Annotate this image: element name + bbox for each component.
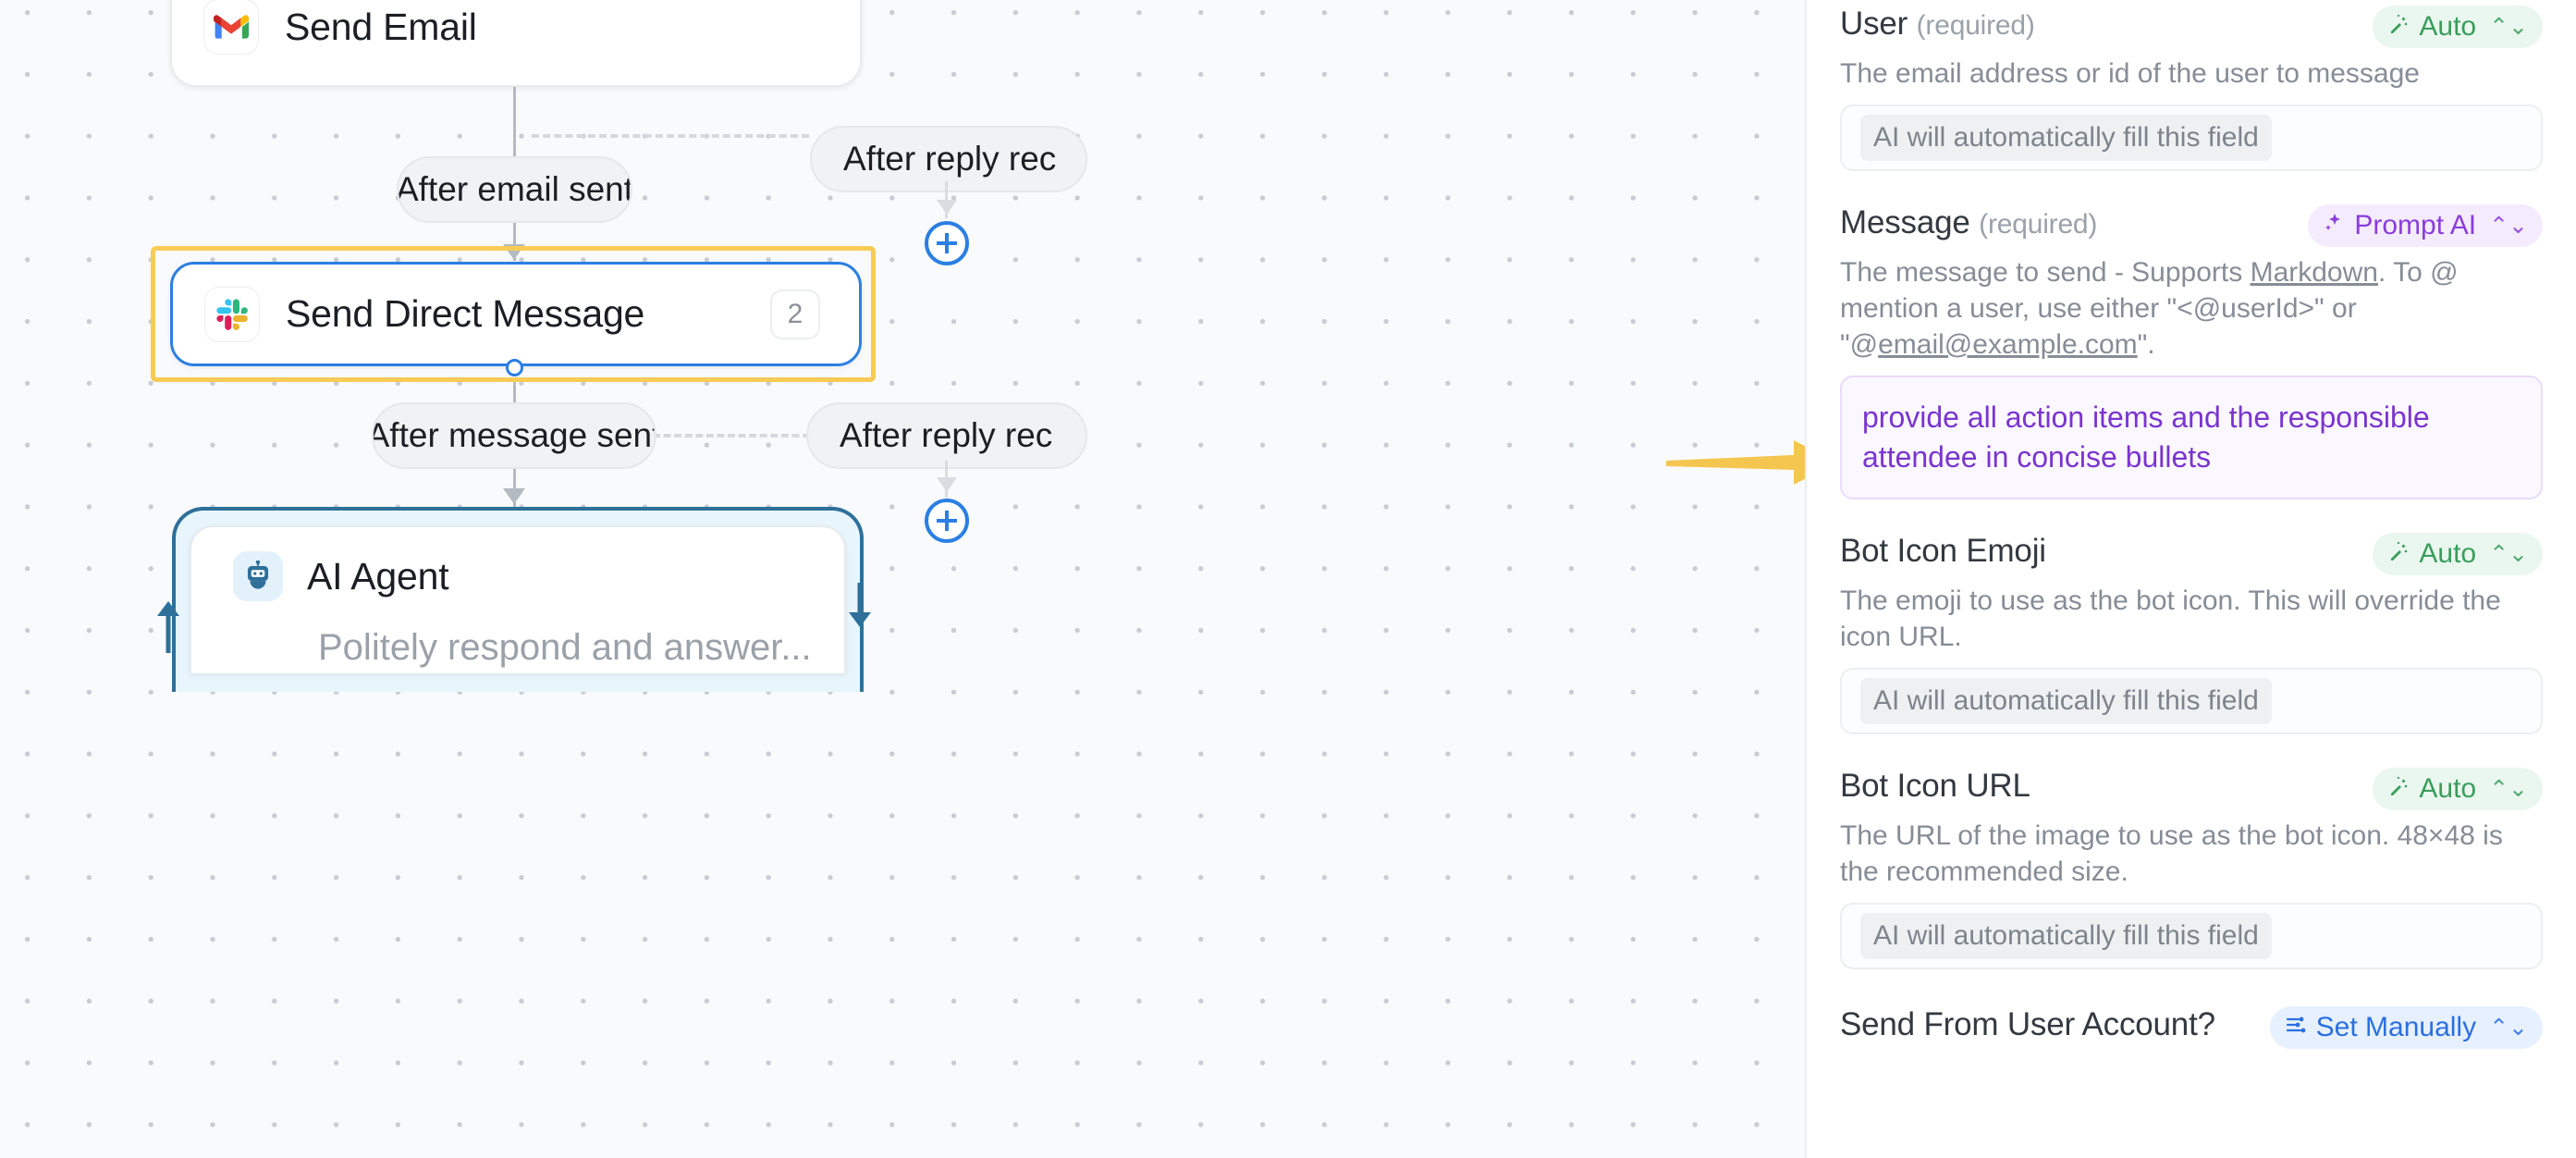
add-step-button-1[interactable] bbox=[925, 221, 969, 265]
field-label: User (required) bbox=[1840, 6, 2035, 42]
node-connection-handle[interactable] bbox=[506, 359, 523, 376]
chevron-updown-icon: ⌃⌄ bbox=[2489, 541, 2528, 568]
email-example-link[interactable]: email@example.com bbox=[1878, 329, 2138, 360]
field-mode-badge-user[interactable]: Auto ⌃⌄ bbox=[2373, 6, 2543, 48]
field-send-from-user-account: Send From User Account? Set Manually ⌃⌄ bbox=[1840, 1001, 2543, 1050]
magic-wand-icon bbox=[2387, 11, 2410, 43]
field-label: Bot Icon Emoji bbox=[1840, 533, 2046, 570]
field-bot-icon-emoji: Bot Icon Emoji Auto ⌃⌄ The emoji to use … bbox=[1840, 527, 2543, 735]
node-send-email[interactable]: Send Email bbox=[170, 0, 862, 87]
node-title: AI Agent bbox=[307, 554, 449, 597]
field-bot-icon-url: Bot Icon URL Auto ⌃⌄ The URL of the imag… bbox=[1840, 762, 2543, 970]
add-step-button-2[interactable] bbox=[925, 499, 969, 543]
edge-label-after-reply-received-2[interactable]: After reply rec bbox=[806, 402, 1087, 469]
workflow-canvas[interactable]: Send Email After email sent After reply … bbox=[0, 0, 1805, 1158]
magic-wand-icon bbox=[2387, 538, 2410, 570]
edge-arrowhead bbox=[503, 488, 525, 504]
annotation-arrow-icon bbox=[1666, 440, 1805, 485]
robot-icon bbox=[233, 551, 283, 601]
field-description: The message to send - Supports Markdown.… bbox=[1840, 257, 2459, 360]
field-label: Message (required) bbox=[1840, 204, 2098, 240]
chevron-updown-icon: ⌃⌄ bbox=[2489, 1015, 2528, 1041]
input-placeholder: AI will automatically fill this field bbox=[1860, 913, 2272, 960]
field-label: Bot Icon URL bbox=[1840, 768, 2030, 805]
field-mode-badge-message[interactable]: Prompt AI ⌃⌄ bbox=[2308, 204, 2543, 247]
edge-label-after-reply-received-1[interactable]: After reply rec bbox=[810, 126, 1087, 192]
edge-label-after-email-sent[interactable]: After email sent bbox=[397, 156, 632, 223]
input-placeholder: AI will automatically fill this field bbox=[1860, 115, 2272, 161]
edge-label-after-message-sent[interactable]: After message sent bbox=[372, 402, 656, 469]
branch-arrowhead-2 bbox=[937, 477, 957, 492]
message-value: provide all action items and the respons… bbox=[1862, 400, 2430, 474]
field-mode-badge-bot-icon-emoji[interactable]: Auto ⌃⌄ bbox=[2373, 533, 2543, 576]
field-description: The URL of the image to use as the bot i… bbox=[1840, 820, 2503, 888]
badge-label: Auto bbox=[2419, 538, 2477, 570]
field-message: Message (required) Prompt AI ⌃⌄ The mess… bbox=[1840, 199, 2543, 500]
chevron-updown-icon: ⌃⌄ bbox=[2489, 213, 2528, 239]
required-marker: (required) bbox=[1916, 10, 2035, 41]
chevron-updown-icon: ⌃⌄ bbox=[2489, 776, 2528, 803]
bot-icon-url-input[interactable]: AI will automatically fill this field bbox=[1840, 903, 2543, 970]
field-description: The email address or id of the user to m… bbox=[1840, 58, 2420, 89]
badge-label: Set Manually bbox=[2315, 1012, 2477, 1043]
edge-dashed-1 bbox=[532, 134, 809, 138]
node-step-badge: 2 bbox=[770, 289, 820, 339]
edge-dashed-2 bbox=[653, 434, 810, 437]
sliders-icon bbox=[2285, 1012, 2307, 1043]
node-ai-agent[interactable]: AI Agent Politely respond and answer... bbox=[190, 525, 846, 673]
field-label: Send From User Account? bbox=[1840, 1006, 2215, 1043]
user-input[interactable]: AI will automatically fill this field bbox=[1840, 105, 2543, 171]
badge-label: Auto bbox=[2419, 11, 2477, 42]
badge-label: Auto bbox=[2419, 773, 2477, 805]
branch-arrowhead-1 bbox=[937, 200, 957, 215]
field-mode-badge-send-from-user-account[interactable]: Set Manually ⌃⌄ bbox=[2269, 1006, 2543, 1050]
bot-icon-emoji-input[interactable]: AI will automatically fill this field bbox=[1840, 668, 2543, 735]
badge-label: Prompt AI bbox=[2354, 210, 2477, 240]
input-placeholder: AI will automatically fill this field bbox=[1860, 678, 2272, 725]
field-description: The emoji to use as the bot icon. This w… bbox=[1840, 585, 2501, 653]
magic-wand-icon bbox=[2387, 773, 2410, 805]
required-marker: (required) bbox=[1979, 209, 2098, 240]
node-title: Send Direct Message bbox=[286, 292, 645, 335]
chevron-updown-icon: ⌃⌄ bbox=[2489, 14, 2528, 40]
slack-icon bbox=[204, 286, 260, 342]
loop-arrow-down-icon bbox=[849, 583, 871, 627]
node-selection-ring bbox=[151, 246, 876, 382]
sparkle-icon bbox=[2323, 210, 2345, 241]
field-mode-badge-bot-icon-url[interactable]: Auto ⌃⌄ bbox=[2373, 768, 2543, 811]
step-settings-panel[interactable]: User (required) Auto ⌃⌄ The email addres… bbox=[1805, 0, 2576, 1158]
gmail-icon bbox=[203, 0, 259, 55]
field-user: User (required) Auto ⌃⌄ The email addres… bbox=[1840, 0, 2543, 171]
loop-arrow-up-icon bbox=[157, 601, 179, 653]
node-send-direct-message[interactable]: Send Direct Message 2 bbox=[170, 262, 862, 366]
node-title: Send Email bbox=[285, 5, 477, 48]
markdown-link[interactable]: Markdown bbox=[2250, 257, 2378, 288]
message-input[interactable]: provide all action items and the respons… bbox=[1840, 376, 2543, 500]
node-subtitle: Politely respond and answer... bbox=[318, 627, 812, 668]
